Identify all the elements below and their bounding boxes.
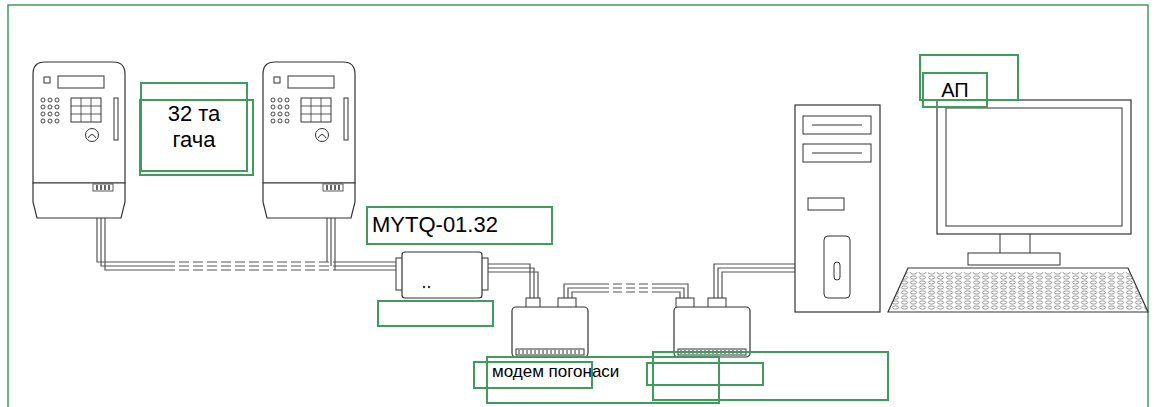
callout-text: модем погонаси (492, 362, 619, 382)
callout-box: АП (922, 72, 988, 108)
callout-text: АП (941, 78, 969, 102)
callout-box: 32 та гача (140, 82, 248, 172)
callout-box: модем погонаси (486, 356, 720, 404)
callout-text: 32 та гача (154, 101, 234, 154)
callout-text: MYTQ-01.32 (372, 212, 498, 238)
callout-box: MYTQ-01.32 (366, 206, 553, 245)
